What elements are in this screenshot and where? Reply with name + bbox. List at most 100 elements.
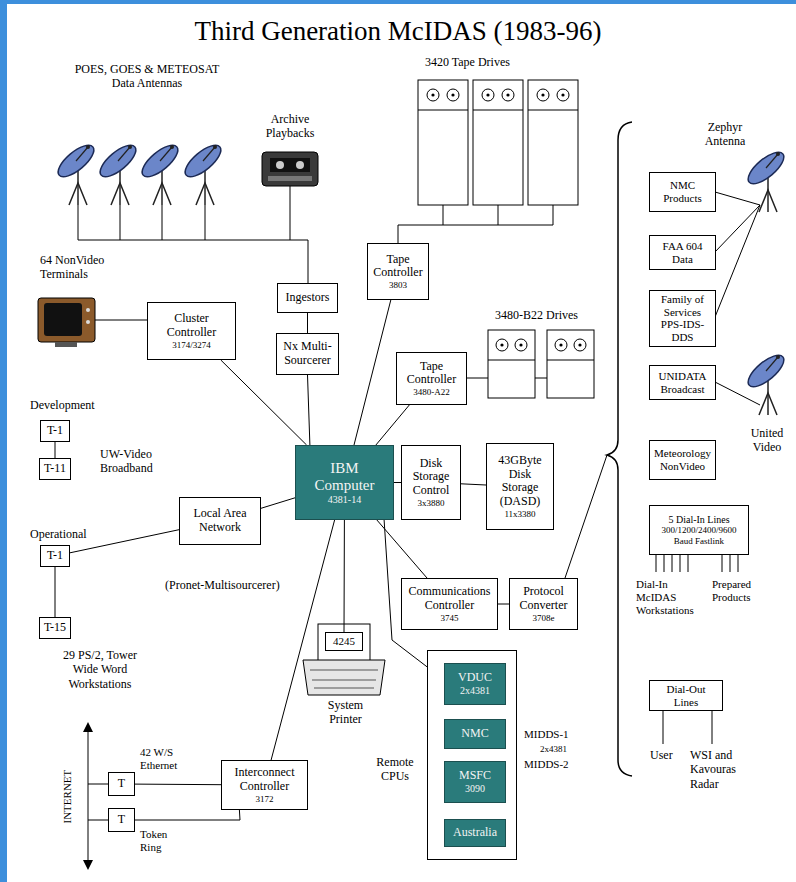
tape-reel: [482, 89, 494, 101]
device-box: Interconnect Controller3172: [221, 760, 308, 810]
tape-reel: [557, 89, 569, 101]
model-number: 11x3380: [504, 509, 535, 519]
device-box: Protocol Converter3708e: [509, 578, 578, 630]
node-label: 5 Dial-In Lines: [668, 514, 729, 526]
tape-reel: [496, 339, 508, 351]
node-label: T-11: [44, 462, 66, 476]
printer-detail: [310, 670, 378, 688]
curly-brace: [607, 122, 632, 776]
node-label: Remote CPUs: [368, 756, 422, 784]
connector-line: [461, 484, 486, 485]
cpu-box: Australia: [444, 819, 506, 847]
cpu-box: NMC: [444, 719, 506, 749]
annotation: WSI and Kavouras Radar: [690, 748, 745, 791]
node-label: Nx Multi-Sourcerer: [280, 340, 335, 368]
annotation: Dial-In McIDAS Workstations: [636, 578, 708, 618]
annotation: 3420 Tape Drives: [425, 55, 535, 69]
tape-drive: [418, 80, 468, 205]
frame-bar: [0, 0, 7, 882]
device-box: 4245: [325, 632, 363, 651]
antenna-bus: [78, 186, 308, 283]
connector-line: [344, 520, 345, 632]
device-box: Communications Controller3745: [401, 578, 498, 630]
connector-line: [308, 375, 310, 445]
annotation: Token Ring: [140, 828, 185, 854]
node-label: Communications Controller: [405, 585, 494, 613]
device-box: UNIDATA Broadcast: [649, 365, 716, 400]
node-label: NMC Products: [653, 179, 712, 204]
printer-body: [303, 660, 385, 695]
terminal-frame: [38, 298, 95, 342]
connector-line: [394, 482, 401, 483]
cpu-box: IBM Computer4381-14: [295, 445, 394, 520]
device-box: T-1: [40, 545, 70, 567]
model-number: 3480-A22: [413, 387, 450, 397]
drive-divider: [488, 360, 594, 361]
vcr-body: [262, 152, 318, 186]
node-label: Ingestors: [286, 291, 330, 305]
antenna-symbol: [137, 140, 182, 205]
cpu-box: MSFC3090: [444, 761, 506, 803]
connector-line: [261, 498, 295, 509]
device-box: Family of Services PPS-IDS-DDS: [649, 290, 716, 347]
node-label: T: [118, 777, 125, 791]
connector-line: [354, 300, 391, 445]
antenna-symbol: [53, 140, 98, 205]
drive-wire: [398, 205, 553, 243]
antenna-wire: [715, 192, 760, 317]
device-box: T-1: [40, 420, 70, 442]
device-box: Nx Multi-Sourcerer: [276, 333, 339, 375]
device-box: T: [108, 808, 135, 832]
device-box: NMC Products: [649, 172, 716, 212]
model-number: 3745: [441, 613, 459, 623]
vcr-window: [270, 158, 310, 172]
connector-line: [135, 784, 221, 786]
node-label: Cluster Controller: [151, 312, 232, 340]
annotation: United Video: [742, 426, 792, 455]
tape-drive: [473, 80, 523, 205]
model-number: 300/1200/2400/9600 Baud Fastlink: [653, 525, 745, 546]
annotation: MIDDS-2: [524, 758, 584, 771]
node-label: MSFC: [459, 769, 491, 783]
annotation: UW-Video Broadband: [100, 447, 164, 476]
device-box: T: [108, 772, 135, 796]
annotation: MIDDS-1: [524, 728, 584, 741]
node-label: Australia: [453, 826, 497, 840]
node-label: FAA 604 Data: [653, 240, 712, 265]
vcr-reel: [276, 161, 284, 169]
annotation: 3480-B22 Drives: [495, 308, 605, 322]
terminal-stand: [55, 342, 77, 347]
node-label: Local Area Network: [183, 507, 257, 535]
device-box: FAA 604 Data: [649, 235, 716, 270]
vcr-slot: [268, 176, 312, 181]
model-number: 3090: [465, 783, 485, 795]
device-box: Dial-Out Lines: [649, 680, 723, 711]
node-label: Tape Controller: [400, 360, 463, 388]
tape-drive: [528, 80, 578, 205]
node-label: Meteorology NonVideo: [653, 447, 712, 472]
model-number: 2x4381: [460, 685, 490, 697]
terminal-screen: [44, 303, 82, 336]
annotation: Prepared Products: [712, 578, 782, 604]
annotation: 29 PS/2, Tower Wide Word Workstations: [55, 648, 145, 691]
device-box: T-11: [39, 458, 71, 480]
annotation: Archive Playbacks: [255, 112, 325, 141]
device-box: Cluster Controller3174/3274: [147, 302, 236, 360]
annotation: Operational: [30, 527, 120, 541]
annotation: (Pronet-Multisourcerer): [165, 578, 295, 592]
model-number: 3803: [389, 280, 407, 290]
device-box: Local Area Network: [179, 497, 261, 545]
node-label: Protocol Converter: [513, 585, 574, 613]
antenna-wire: [715, 382, 760, 405]
terminal-knob: [86, 320, 90, 324]
device-box: 5 Dial-In Lines300/1200/2400/9600 Baud F…: [649, 505, 749, 555]
terminal-knob: [86, 308, 90, 312]
drive-wire: [466, 378, 547, 379]
tape-reel: [555, 339, 567, 351]
node-label: Dial-Out Lines: [653, 683, 719, 708]
internet-arrowhead: [83, 722, 93, 870]
node-label: Interconnect Controller: [225, 766, 304, 794]
internet-line: [88, 730, 108, 862]
model-number: 3708e: [533, 613, 555, 623]
group-box: Remote CPUsVDUC2x4381NMCMSFC3090Australi…: [427, 650, 517, 860]
